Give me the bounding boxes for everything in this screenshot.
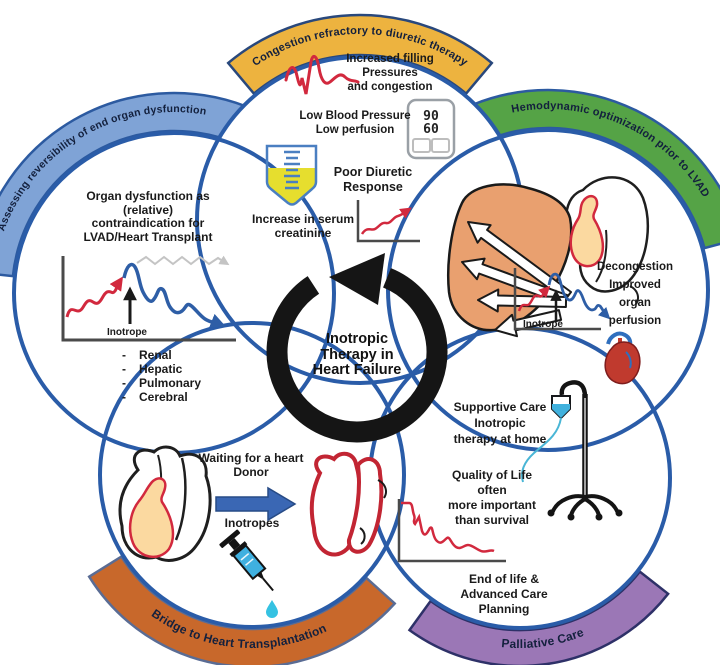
creatinine-trend-line bbox=[360, 207, 412, 235]
quality-of-life-text: Quality of Life often more important tha… bbox=[447, 468, 537, 527]
qol-chart-red-line bbox=[401, 501, 495, 553]
anatomical-heart-icon bbox=[604, 331, 641, 385]
banner-bands bbox=[0, 13, 720, 665]
organ-list-item: -Hepatic bbox=[122, 362, 183, 376]
inotrope-chart-axes bbox=[513, 268, 601, 331]
inotropes-label: Inotropes bbox=[224, 516, 280, 530]
organ-chart-axes bbox=[61, 256, 236, 342]
dilated-heart-illustration bbox=[118, 445, 212, 562]
creatinine-axes bbox=[356, 200, 420, 243]
organ-list-item: -Renal bbox=[122, 348, 172, 362]
urine-graduation-marks bbox=[284, 150, 300, 190]
medication-drop bbox=[266, 600, 278, 618]
cycle-arrow-head bbox=[329, 253, 385, 305]
organ-chart-red-line bbox=[65, 276, 124, 318]
organ-function-chart: Inotrope bbox=[61, 255, 236, 342]
transplant-arrow bbox=[215, 486, 297, 522]
increased-filling-text: Increased filling Pressures and congesti… bbox=[346, 53, 434, 93]
inotrope-chart-label: Inotrope bbox=[523, 319, 563, 330]
qol-chart-axes bbox=[397, 499, 506, 563]
organ-list-item: -Pulmonary bbox=[122, 376, 202, 390]
waiting-donor-text: Waiting for a heart Donor bbox=[198, 451, 304, 479]
inotrope-chart-blue-line bbox=[547, 272, 611, 320]
iv-pole-casters bbox=[547, 509, 623, 521]
poor-diuretic-text: Poor Diuretic Response bbox=[333, 165, 413, 194]
urine-container-icon bbox=[265, 144, 318, 206]
liver-congestion-illustration bbox=[446, 176, 650, 338]
center-title: Inotropic Therapy in Heart Failure bbox=[312, 331, 402, 378]
iv-bag-liquid bbox=[552, 404, 570, 418]
bp-monitor-button-left bbox=[412, 138, 431, 153]
right-circle-border bbox=[386, 128, 710, 452]
organ-list: -Renal -Hepatic -Pulmonary -Cerebral bbox=[122, 348, 201, 404]
organ-dysfunction-heading: Organ dysfunction as (relative) contrain… bbox=[83, 189, 213, 245]
iv-pole-hook bbox=[559, 380, 588, 398]
serum-creatinine-text: Increase in serum creatinine bbox=[251, 212, 355, 240]
organ-chart-blue-line bbox=[122, 262, 226, 328]
inotrope-response-chart: Inotrope bbox=[513, 268, 611, 331]
cycle-arrow bbox=[266, 253, 448, 443]
iv-pole-icon bbox=[521, 380, 623, 521]
bp-systolic-value: 90 bbox=[423, 109, 439, 124]
supportive-care-text: Supportive Care Inotropic therapy at hom… bbox=[453, 400, 547, 446]
dilated-ventricle-bulge bbox=[128, 477, 175, 559]
syringe-needle bbox=[262, 577, 274, 592]
pressure-waveform-icon bbox=[284, 54, 360, 95]
banner-bottom-right-band bbox=[407, 569, 670, 665]
iv-tube bbox=[521, 417, 562, 483]
bottom-right-circle bbox=[370, 328, 670, 628]
organ-chart-inotrope-label: Inotrope bbox=[107, 327, 147, 338]
bp-diastolic-value: 60 bbox=[423, 122, 439, 137]
qol-decline-chart bbox=[397, 499, 506, 563]
organ-list-item: -Cerebral bbox=[122, 390, 188, 404]
decongestion-text: Decongestion Improved organ perfusion bbox=[596, 261, 674, 327]
organ-chart-gray-wave bbox=[136, 255, 230, 266]
syringe-icon bbox=[219, 529, 278, 618]
bp-monitor-button-right bbox=[431, 138, 450, 153]
creatinine-rise-chart bbox=[356, 200, 420, 243]
urine-container-outline bbox=[265, 144, 318, 206]
donor-heart-illustration bbox=[309, 451, 387, 557]
dilated-ventricle-shape bbox=[569, 194, 605, 268]
bp-monitor-icon: 90 60 bbox=[406, 98, 456, 160]
cycle-arrow-ring bbox=[266, 268, 448, 443]
inotrope-chart-red-line bbox=[517, 285, 551, 312]
low-bp-text: Low Blood Pressure Low perfusion bbox=[299, 110, 411, 136]
iv-pole-base bbox=[551, 494, 619, 517]
bottom-left-circle-border bbox=[98, 321, 406, 629]
end-of-life-text: End of life & Advanced Care Planning bbox=[460, 572, 548, 616]
